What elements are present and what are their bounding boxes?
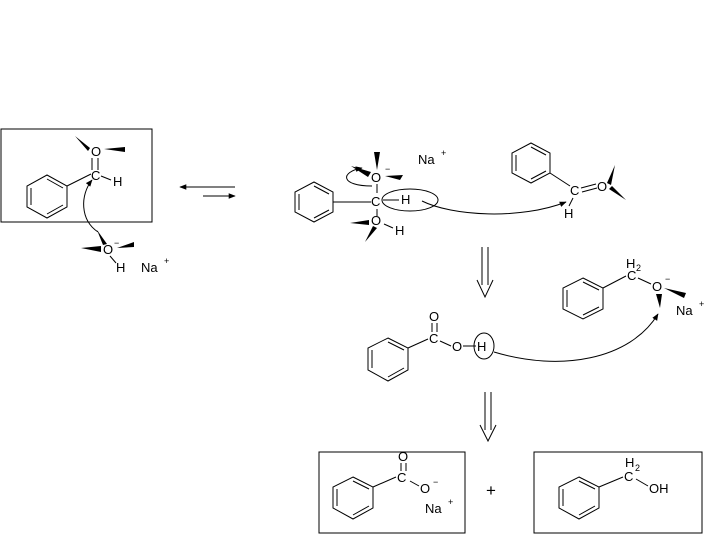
hydroxyl-group: OH <box>649 481 669 496</box>
aldehyde-hydrogen: H <box>113 174 122 189</box>
carbonyl-carbon: C <box>91 168 100 183</box>
lone-pair-wedge-14 <box>656 294 662 308</box>
alcohol-ch2-hydrogen-label: H <box>625 455 634 470</box>
sodium-charge-4: + <box>448 497 453 507</box>
benzoate-charge: − <box>433 477 438 487</box>
proton-highlight <box>473 332 495 360</box>
lone-pair-wedge-3 <box>97 230 107 245</box>
hydroxyl-hydrogen: H <box>395 223 404 238</box>
benzene-ring-7 <box>558 476 600 520</box>
lone-pair-wedge-1 <box>75 136 90 151</box>
reaction-arrow-1 <box>476 247 494 299</box>
benzaldehyde-panel: O C H <box>0 128 153 233</box>
hydride-highlight <box>381 188 439 212</box>
carbonyl-oxygen: O <box>91 144 101 159</box>
reform-carbonyl-arrow <box>346 166 373 187</box>
hydroxide-hydrogen: H <box>116 260 125 275</box>
sodium-charge-2: + <box>441 148 446 158</box>
benzoate-carbonyl-oxygen: O <box>398 449 408 464</box>
benzoate-carbon: C <box>397 470 406 485</box>
reaction-arrow-2 <box>479 392 497 443</box>
benzene-ring-2 <box>294 181 334 223</box>
benzene-ring-1 <box>26 174 68 219</box>
lone-pair-wedge-11 <box>607 165 615 185</box>
benzyl-oxygen: O <box>652 279 662 294</box>
benzene-ring-6 <box>332 476 374 520</box>
central-carbon: C <box>371 194 380 209</box>
sodium-benzoate-product: C O O − Na + <box>318 449 466 534</box>
acid-carbon: C <box>429 331 438 346</box>
benzyl-alcohol-box <box>533 451 703 534</box>
ch2-subscript: 2 <box>636 263 641 273</box>
sodium-label-2: Na <box>418 152 435 167</box>
hydroxide-ion: O − H Na + <box>81 230 169 275</box>
lone-pair-wedge-10 <box>365 226 377 242</box>
sodium-charge-3: + <box>699 299 704 309</box>
sodium-charge-1: + <box>164 256 169 266</box>
hydride-hydrogen: H <box>401 192 410 207</box>
sodium-label-1: Na <box>141 260 158 275</box>
attack-arrow-1 <box>83 179 99 233</box>
acid-hydroxyl-oxygen: O <box>452 339 462 354</box>
alkoxide-ch2-carbon: C <box>627 268 636 283</box>
ring-carbonyl-bond <box>66 173 92 187</box>
lone-pair-wedge-2 <box>104 147 125 152</box>
product-plus-sign: + <box>486 481 496 500</box>
alkoxide-charge: − <box>385 164 390 174</box>
benzene-ring-4 <box>367 337 409 382</box>
benzoate-oxygen: O <box>420 481 430 496</box>
benzyl-alkoxide: C H 2 O − Na + <box>562 256 704 320</box>
hydroxide-charge: − <box>114 238 119 248</box>
benzyl-oxygen-charge: − <box>665 274 670 284</box>
lone-pair-wedge-6 <box>374 152 380 170</box>
acceptor-carbon: C <box>570 183 579 198</box>
acceptor-hydrogen: H <box>564 206 573 221</box>
sodium-label-3: Na <box>676 303 693 318</box>
sodium-label-4: Na <box>425 501 442 516</box>
lone-pair-wedge-4 <box>81 246 101 252</box>
acid-hydrogen: H <box>477 339 486 354</box>
alcohol-ch2-subscript: 2 <box>635 463 640 473</box>
lone-pair-wedge-8 <box>385 175 403 180</box>
proton-transfer-arrow <box>493 313 659 362</box>
lone-pair-wedge-7 <box>351 166 371 177</box>
alkoxide-oxygen: O <box>371 170 381 185</box>
benzaldehyde-acceptor: C O H <box>511 142 626 221</box>
hydroxide-oxygen: O <box>103 242 113 257</box>
benzene-ring-3 <box>511 142 551 184</box>
ch2-hydrogen-label: H <box>626 256 635 271</box>
acceptor-oxygen: O <box>597 179 607 194</box>
benzene-ring-5 <box>562 277 604 320</box>
equilibrium-arrows <box>179 184 236 199</box>
lone-pair-wedge-9 <box>350 220 369 225</box>
lone-pair-wedge-5 <box>117 242 134 248</box>
benzyl-alcohol-product: C H 2 OH <box>533 451 703 534</box>
benzoate-box <box>318 451 466 534</box>
lone-pair-wedge-13 <box>664 288 686 298</box>
lone-pair-wedge-12 <box>609 186 626 200</box>
acid-carbonyl-oxygen: O <box>429 309 439 324</box>
hydroxyl-oxygen: O <box>371 213 381 228</box>
tetrahedral-intermediate: C O − Na + H O H <box>294 148 567 242</box>
benzyl-ch2-carbon: C <box>624 469 633 484</box>
benzoic-acid: C O O H <box>367 309 659 382</box>
hydride-transfer-arrow <box>421 200 567 215</box>
benzaldehyde-box <box>0 128 153 223</box>
